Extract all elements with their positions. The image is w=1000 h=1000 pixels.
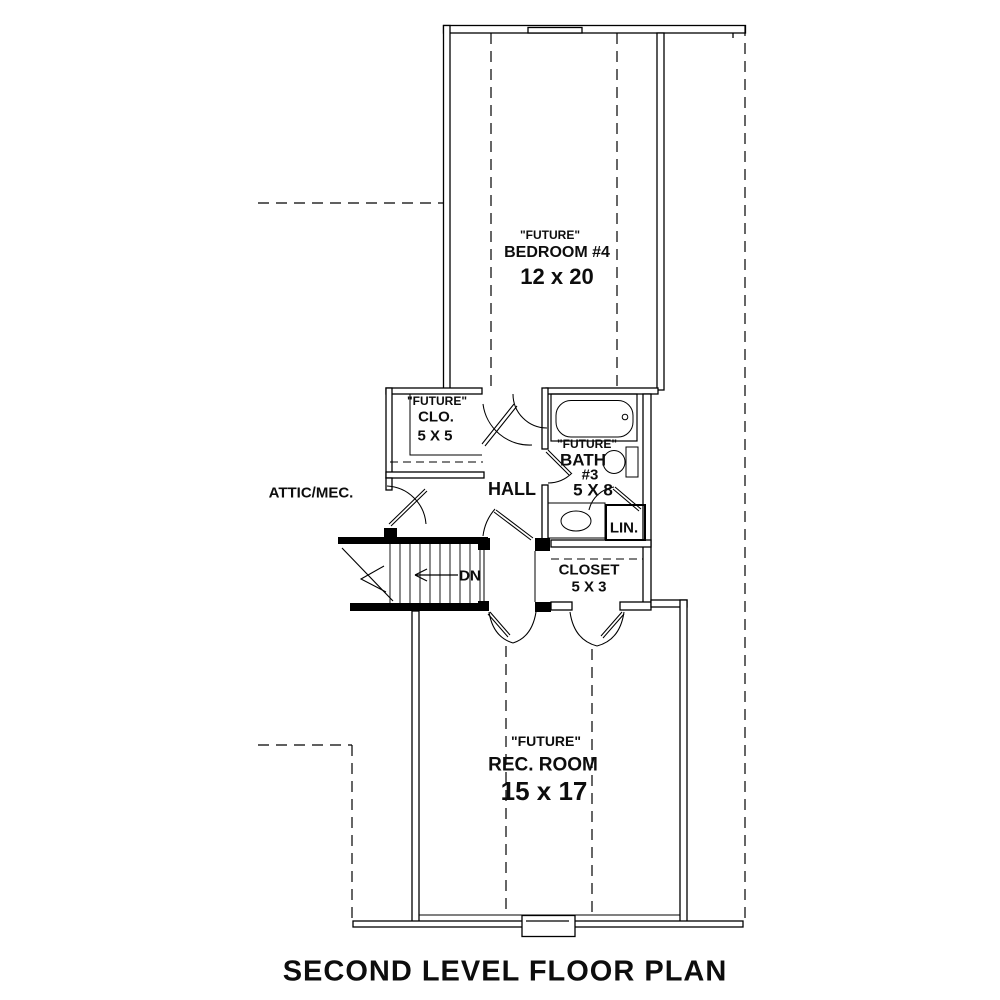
stairs	[338, 528, 551, 612]
wall-closet-bottom-left	[550, 601, 573, 611]
landing-wall-bottom-right	[535, 602, 551, 612]
stair-break-line	[341, 547, 394, 602]
stair-break-arrow	[359, 565, 387, 593]
bath-label-name: BATH	[560, 450, 606, 470]
attic-label: ATTIC/MEC.	[268, 484, 354, 502]
stair-treads	[389, 544, 481, 603]
rec-room-label-qualifier: "FUTURE"	[510, 733, 582, 749]
down-arrow	[414, 568, 458, 582]
wall-attic-stub	[385, 477, 393, 491]
bath-label-dims: 5 X 8	[573, 480, 613, 500]
wall-clo-bottom	[385, 471, 485, 479]
bath-label-number: #3	[581, 466, 599, 484]
landing-jamb-top-left	[478, 538, 490, 550]
wall-top	[442, 24, 747, 34]
attic-door	[386, 485, 428, 527]
clo-door	[481, 403, 533, 447]
bedroom-label-qualifier: "FUTURE"	[519, 228, 581, 242]
bathtub	[550, 393, 638, 442]
landing-jamb-bottom-left	[478, 601, 489, 611]
clo-label-dims: 5 X 5	[417, 427, 453, 445]
dashed-shelf-lines	[390, 461, 643, 560]
fixtures	[547, 393, 646, 541]
landing-door	[482, 508, 534, 541]
plan-title: SECOND LEVEL FLOOR PLAN	[282, 955, 728, 988]
chimney-top	[527, 26, 583, 34]
bath-door	[545, 449, 573, 484]
chimney-bottom	[521, 914, 576, 938]
wall-rec-right	[679, 599, 688, 923]
rec-room-label-name: REC. ROOM	[488, 754, 598, 776]
wall-bath-left-lower	[541, 484, 549, 541]
wall-bath-right	[642, 393, 652, 608]
wall-rec-left	[411, 610, 420, 923]
stair-wall-bottom	[350, 603, 488, 611]
wall-bath-top	[545, 387, 659, 395]
bedroom-label-dims: 12 x 20	[520, 264, 594, 289]
wall-closet-bottom-right	[619, 601, 652, 611]
linen-label: LIN.	[609, 519, 639, 537]
doors	[386, 393, 642, 647]
sink-vanity	[547, 502, 606, 539]
stair-wall-top	[338, 537, 488, 544]
wall-bath-left-upper	[541, 387, 549, 450]
stairs-dn-label: DN	[459, 567, 481, 585]
closet-label-dims: 5 X 3	[571, 578, 607, 596]
landing-wall-top-right	[535, 538, 550, 551]
dashed-roof-lines	[258, 25, 746, 921]
rec-room-label-dims: 15 x 17	[500, 776, 588, 806]
bedroom-label-name: BEDROOM #4	[504, 244, 610, 261]
toilet	[602, 446, 639, 478]
closet-label-name: CLOSET	[558, 561, 620, 579]
bedroom-door	[512, 393, 548, 429]
hall-label: HALL	[488, 479, 536, 499]
attic-door-jamb	[384, 528, 397, 538]
wall-bedroom-right	[656, 32, 665, 391]
wall-closet-top	[550, 539, 652, 548]
clo-inner-box	[409, 394, 482, 456]
linen-closet-box	[605, 504, 646, 541]
wall-clo-left	[385, 387, 393, 479]
rec-room-door-right	[569, 611, 625, 647]
rec-room-door-left	[487, 611, 537, 644]
clo-label-qualifier: "FUTURE"	[406, 394, 468, 408]
wall-bedroom-left	[442, 24, 451, 391]
clo-label-name: CLO.	[418, 408, 454, 426]
bath-label-qualifier: "FUTURE"	[556, 437, 618, 451]
